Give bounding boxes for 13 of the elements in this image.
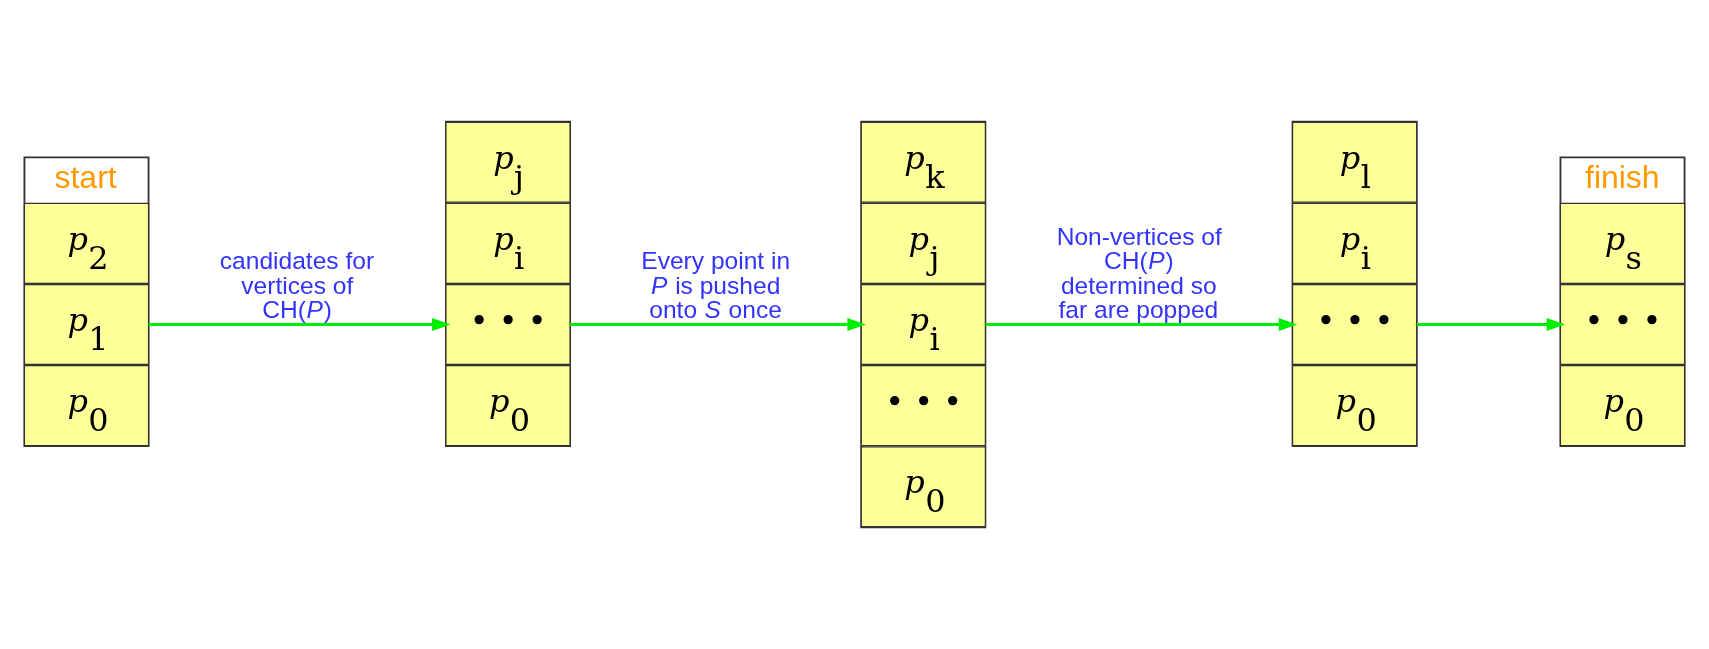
node-label: finish [1585,158,1660,195]
arrow [570,318,866,331]
arrow [148,318,451,331]
node-box: • • • [860,365,986,447]
node-box: • • • [1291,283,1418,366]
node-box: • • • [445,283,571,366]
node-label: start [54,158,117,195]
edge-label: Non-vertices of CH(P) determined so far are popped [1056,222,1222,324]
node-box: • • • [1559,283,1686,366]
edge-label: Every point in P is pushed onto S once [641,247,791,324]
arrow [1416,318,1566,331]
edge-label: candidates for vertices of CH(P) [219,247,375,324]
arrow [985,318,1298,331]
